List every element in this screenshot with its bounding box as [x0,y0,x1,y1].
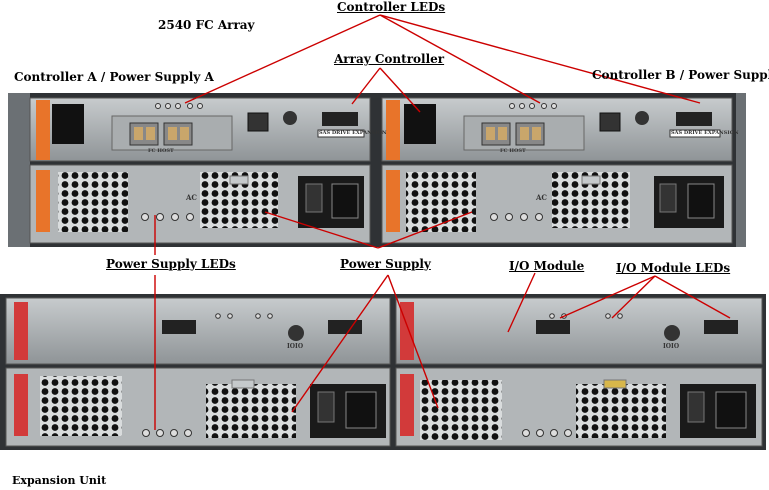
ioio-label-a: IOIO [287,343,304,350]
controller-b [381,97,733,162]
callout-lines [154,14,731,430]
sas-drive-expansion-label-b: SAS DRIVE EXPANSION [671,130,739,136]
fc-host-port-label-a: FC HOST [148,148,174,154]
fc-array-chassis [8,93,746,247]
io-module-b [395,297,763,365]
expansion-power-supply-b [395,367,763,447]
controller-a-label: Controller A / Power Supply A [14,70,214,84]
io-module-leds-label: I/O Module LEDs [616,261,731,275]
controller-b-leds [509,103,557,109]
ac-label-b: AC [536,193,548,202]
sas-port-a [322,112,358,126]
controller-a-leds [155,103,203,109]
io-module-a [5,297,391,365]
fc-host-ports-b [481,122,545,146]
fc-host-port-label-b: FC HOST [500,148,526,154]
sas-drive-expansion-label-a: SAS DRIVE EXPANSION [319,130,387,136]
diagram-title: 2540 FC Array [158,18,255,32]
power-supply-b-leds [490,213,543,221]
fc-host-ports-a [129,122,193,146]
ioio-label-b: IOIO [663,343,680,350]
controller-b-label: Controller B / Power Supply B [592,68,769,82]
power-supply-b [381,164,733,244]
power-supply-leds-label: Power Supply LEDs [106,257,236,271]
controller-a-label-panel [52,104,84,144]
array-controller-label: Array Controller [334,52,445,66]
ethernet-port-a [247,112,269,132]
controller-leds-label: Controller LEDs [337,0,446,14]
expansion-power-supply-a [5,367,391,447]
controller-a [29,97,371,162]
ac-label-a: AC [186,193,198,202]
expansion-unit-label: Expansion Unit [12,474,107,487]
power-supply-a [29,164,371,244]
power-supply-a-leds [141,213,194,221]
expansion-unit-chassis [0,294,766,450]
power-supply-label: Power Supply [340,257,431,271]
io-module-label: I/O Module [509,259,585,273]
serial-port-a [283,111,297,125]
controller-a-latch [36,100,50,160]
